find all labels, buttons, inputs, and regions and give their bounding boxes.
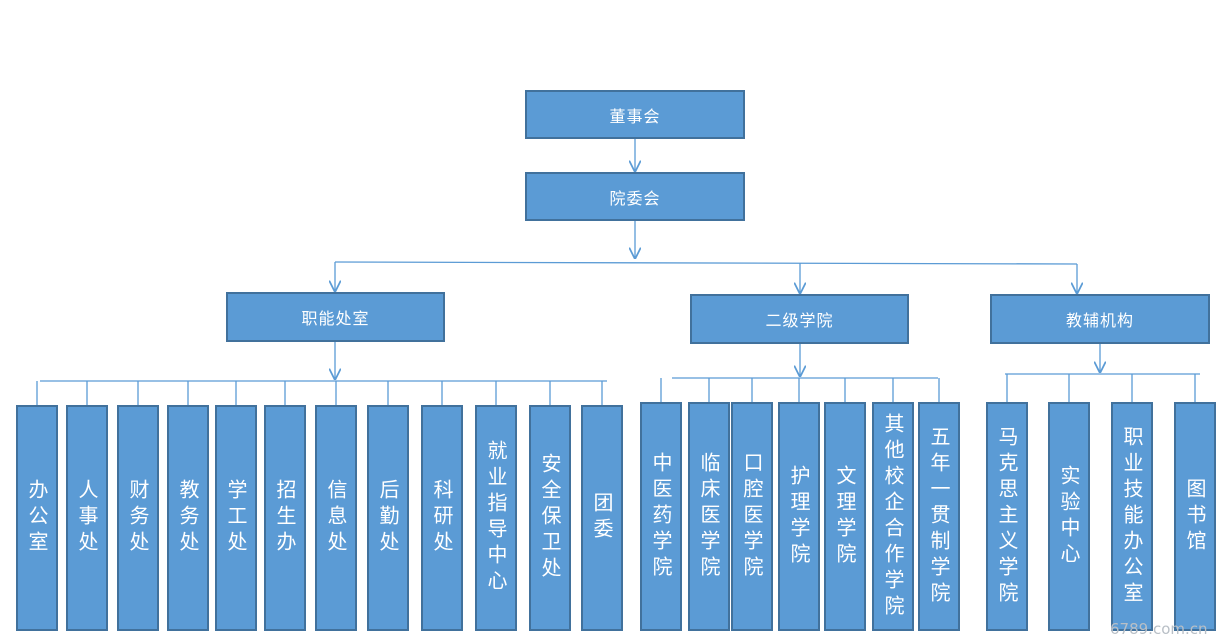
leaf-node-student-affairs: 学工处	[215, 405, 257, 631]
leaf-node-lab-center: 实验中心	[1048, 402, 1090, 631]
leaf-label: 五年一贯制学院	[927, 425, 951, 608]
leaf-node-library: 图书馆	[1174, 402, 1216, 631]
leaf-label: 教务处	[176, 479, 200, 557]
group-node-support: 教辅机构	[990, 294, 1210, 344]
leaf-node-clinical-college: 临床医学院	[688, 402, 730, 631]
leaf-label: 临床医学院	[697, 451, 721, 582]
leaf-node-partner-colleges: 其他校企合作学院	[872, 402, 914, 631]
leaf-label: 安全保卫处	[538, 453, 562, 583]
leaf-node-youth-league: 团委	[581, 405, 623, 631]
leaf-label: 其他校企合作学院	[881, 412, 905, 621]
leaf-node-employment-center: 就业指导中心	[475, 405, 517, 631]
leaf-label: 马克思主义学院	[995, 425, 1019, 608]
leaf-label: 人事处	[75, 479, 99, 557]
leaf-label: 科研处	[430, 479, 454, 557]
leaf-label: 招生办	[273, 479, 297, 557]
leaf-node-vocational-skills-office: 职业技能办公室	[1111, 402, 1153, 631]
leaf-label: 办公室	[25, 479, 49, 557]
leaf-node-security: 安全保卫处	[529, 405, 571, 631]
leaf-label: 团委	[590, 492, 614, 544]
leaf-label: 信息处	[324, 479, 348, 557]
leaf-label: 实验中心	[1057, 464, 1081, 569]
leaf-node-information: 信息处	[315, 405, 357, 631]
group-node-colleges: 二级学院	[690, 294, 909, 344]
leaf-node-stomatology-college: 口腔医学院	[731, 402, 773, 631]
leaf-label: 职业技能办公室	[1120, 425, 1144, 608]
leaf-label: 就业指导中心	[484, 440, 508, 596]
leaf-node-academic-affairs: 教务处	[167, 405, 209, 631]
leaf-label: 学工处	[224, 479, 248, 557]
top-bus-line	[334, 261, 1078, 265]
watermark-text: 6789.com.cn	[1110, 620, 1208, 638]
leaf-node-tcm-college: 中医药学院	[640, 402, 682, 631]
leaf-label: 财务处	[126, 479, 150, 557]
group-node-functional: 职能处室	[226, 292, 445, 342]
leaf-node-finance: 财务处	[117, 405, 159, 631]
root-node: 董事会	[525, 90, 745, 139]
leaf-node-arts-science-college: 文理学院	[824, 402, 866, 631]
leaf-node-office: 办公室	[16, 405, 58, 631]
leaf-node-marxism-college: 马克思主义学院	[986, 402, 1028, 631]
leaf-node-five-year-college: 五年一贯制学院	[918, 402, 960, 631]
leaf-label: 口腔医学院	[740, 451, 764, 582]
leaf-node-personnel: 人事处	[66, 405, 108, 631]
leaf-node-logistics: 后勤处	[367, 405, 409, 631]
leaf-node-research: 科研处	[421, 405, 463, 631]
leaf-label: 中医药学院	[649, 451, 673, 582]
level2-node: 院委会	[525, 172, 745, 221]
leaf-label: 后勤处	[376, 479, 400, 557]
leaf-label: 护理学院	[787, 464, 811, 569]
leaf-label: 图书馆	[1183, 477, 1207, 556]
leaf-node-admissions: 招生办	[264, 405, 306, 631]
leaf-node-nursing-college: 护理学院	[778, 402, 820, 631]
leaf-label: 文理学院	[833, 464, 857, 569]
